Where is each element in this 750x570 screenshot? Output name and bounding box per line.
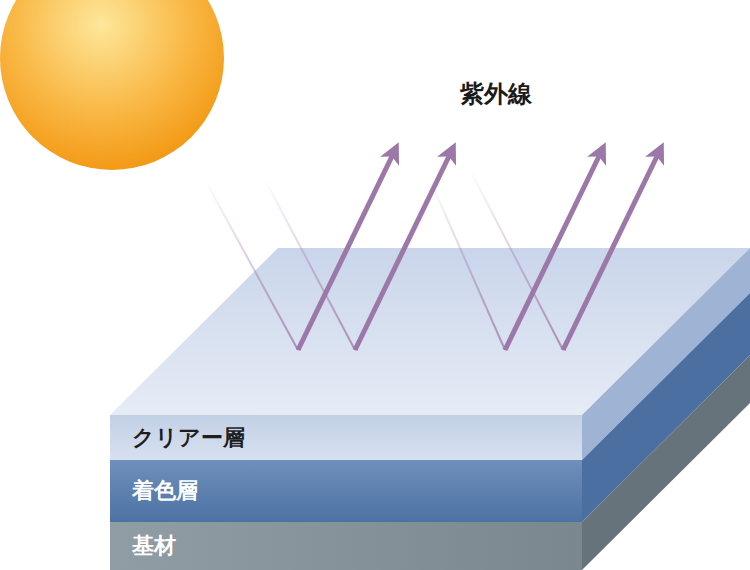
layer-label: クリアー層 — [132, 423, 245, 453]
layer-band: クリアー層 — [110, 415, 582, 460]
sun — [0, 0, 224, 170]
layer-band: 着色層 — [110, 460, 582, 522]
uv-label: 紫外線 — [460, 78, 532, 110]
uv-reflect — [298, 148, 661, 350]
base-side — [582, 355, 750, 570]
layer-label: 基材 — [132, 531, 176, 561]
uv-rays — [205, 170, 563, 350]
layer-band: 基材 — [110, 522, 582, 570]
layer-label: 着色層 — [132, 476, 198, 506]
